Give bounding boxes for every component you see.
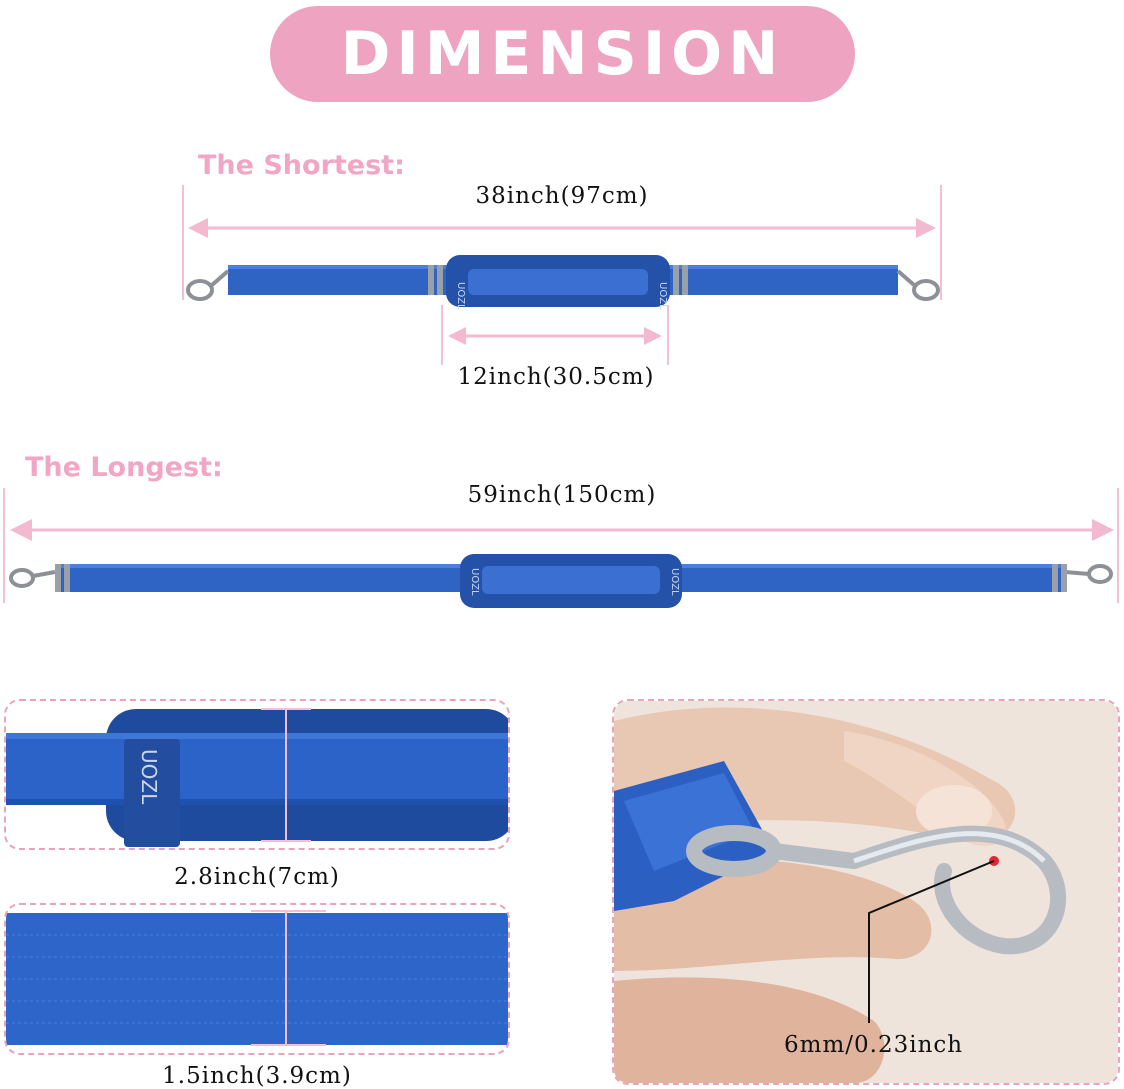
longest-label: The Longest:: [25, 452, 223, 483]
hook-opening: 6mm/0.23inch: [784, 1032, 964, 1058]
left-hook-icon: [186, 269, 230, 301]
right-hook-icon: [1064, 564, 1113, 584]
brand-tag: UOZL: [137, 749, 161, 805]
strap-width: 1.5inch(3.9cm): [162, 1063, 352, 1089]
pad-closeup-image: UOZL: [6, 701, 508, 848]
shortest-strap-figure: UOZL UOZL: [182, 185, 942, 310]
hook-closeup-image: [614, 701, 1118, 1083]
webbing-closeup-frame: [4, 903, 510, 1055]
svg-text:UOZL: UOZL: [669, 568, 680, 596]
hook-closeup-frame: [612, 699, 1120, 1085]
svg-text:UOZL: UOZL: [469, 568, 480, 596]
longest-length-arrow: [10, 519, 1114, 541]
longest-strap-figure: UOZL UOZL: [3, 488, 1119, 608]
page-title: DIMENSION: [340, 19, 785, 89]
dimension-title-pill: DIMENSION: [270, 6, 855, 102]
svg-text:UOZL: UOZL: [455, 282, 466, 310]
pad-length-arrow: [441, 305, 669, 365]
left-hook-icon: [9, 568, 56, 588]
pad-width: 2.8inch(7cm): [174, 864, 340, 890]
svg-text:UOZL: UOZL: [657, 282, 668, 310]
pad-closeup-frame: UOZL: [4, 699, 510, 850]
longest-total-length: 59inch(150cm): [467, 482, 657, 508]
pad-length: 12inch(30.5cm): [457, 364, 655, 390]
shortest-total-length: 38inch(97cm): [475, 183, 649, 209]
shortest-length-arrow: [188, 218, 936, 238]
right-hook-icon: [896, 269, 940, 301]
webbing-closeup-image: [6, 910, 508, 1046]
shortest-label: The Shortest:: [198, 150, 405, 181]
